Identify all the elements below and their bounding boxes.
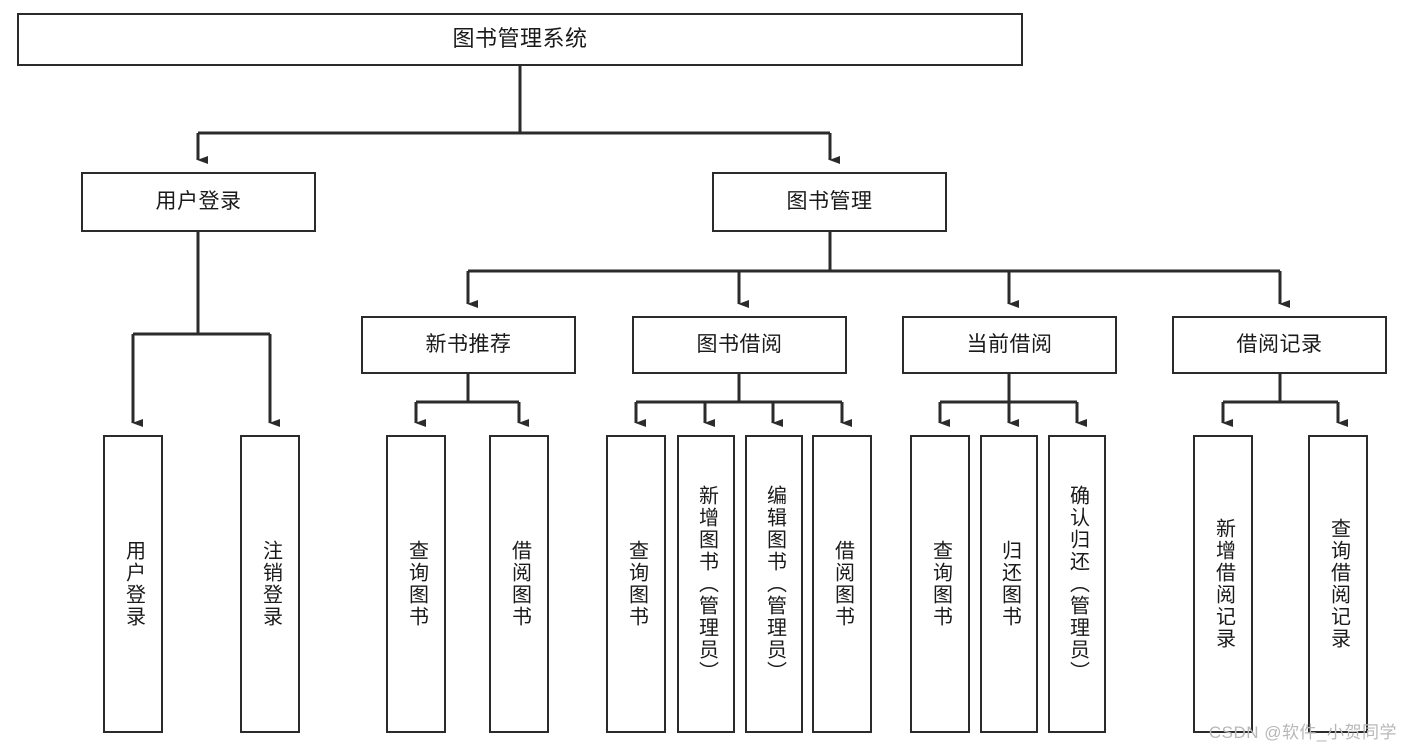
node-leaf-query-book-2[interactable]: 查询图书 [606, 435, 666, 733]
node-leaf-confirm-return-admin[interactable]: 确认归还（管理员） [1048, 435, 1106, 733]
node-book-borrow[interactable]: 图书借阅 [632, 316, 847, 374]
node-new-book-recommend[interactable]: 新书推荐 [361, 316, 576, 374]
node-leaf-query-book-2-label: 查询图书 [625, 540, 648, 628]
node-root-label: 图书管理系统 [452, 26, 588, 52]
node-borrow-record-label: 借阅记录 [1236, 333, 1323, 357]
node-user-login[interactable]: 用户登录 [81, 172, 316, 232]
node-leaf-logout-label: 注销登录 [259, 540, 282, 628]
node-borrow-record[interactable]: 借阅记录 [1172, 316, 1387, 374]
node-book-management[interactable]: 图书管理 [712, 172, 947, 232]
node-leaf-add-borrow-record[interactable]: 新增借阅记录 [1193, 435, 1253, 733]
node-leaf-user-login-label: 用户登录 [122, 540, 145, 628]
node-current-borrow[interactable]: 当前借阅 [902, 316, 1117, 374]
node-leaf-query-book-3-label: 查询图书 [929, 540, 952, 628]
node-leaf-add-book-admin-label: 新增图书（管理员） [695, 485, 718, 683]
node-leaf-edit-book-admin-label: 编辑图书（管理员） [763, 485, 786, 683]
node-new-book-recommend-label: 新书推荐 [425, 333, 512, 357]
node-book-management-label: 图书管理 [786, 190, 873, 214]
node-leaf-borrow-book-2[interactable]: 借阅图书 [812, 435, 872, 733]
node-current-borrow-label: 当前借阅 [966, 333, 1053, 357]
node-leaf-query-book-1[interactable]: 查询图书 [386, 435, 446, 733]
node-leaf-edit-book-admin[interactable]: 编辑图书（管理员） [745, 435, 803, 733]
node-leaf-add-book-admin[interactable]: 新增图书（管理员） [677, 435, 735, 733]
node-book-borrow-label: 图书借阅 [696, 333, 783, 357]
csdn-watermark: CSDN @软件_小贺同学 [1208, 723, 1397, 742]
node-leaf-return-book-label: 归还图书 [998, 540, 1021, 628]
node-leaf-borrow-book-1[interactable]: 借阅图书 [489, 435, 549, 733]
node-leaf-return-book[interactable]: 归还图书 [980, 435, 1038, 733]
node-leaf-query-borrow-record[interactable]: 查询借阅记录 [1308, 435, 1368, 733]
node-leaf-query-book-1-label: 查询图书 [405, 540, 428, 628]
node-leaf-borrow-book-2-label: 借阅图书 [831, 540, 854, 628]
node-leaf-confirm-return-admin-label: 确认归还（管理员） [1066, 485, 1089, 683]
node-leaf-logout[interactable]: 注销登录 [240, 435, 300, 733]
node-root[interactable]: 图书管理系统 [17, 13, 1023, 66]
node-leaf-borrow-book-1-label: 借阅图书 [508, 540, 531, 628]
node-leaf-query-book-3[interactable]: 查询图书 [910, 435, 970, 733]
node-leaf-user-login[interactable]: 用户登录 [103, 435, 163, 733]
node-leaf-add-borrow-record-label: 新增借阅记录 [1212, 518, 1235, 650]
node-leaf-query-borrow-record-label: 查询借阅记录 [1327, 518, 1350, 650]
node-user-login-label: 用户登录 [155, 190, 242, 214]
